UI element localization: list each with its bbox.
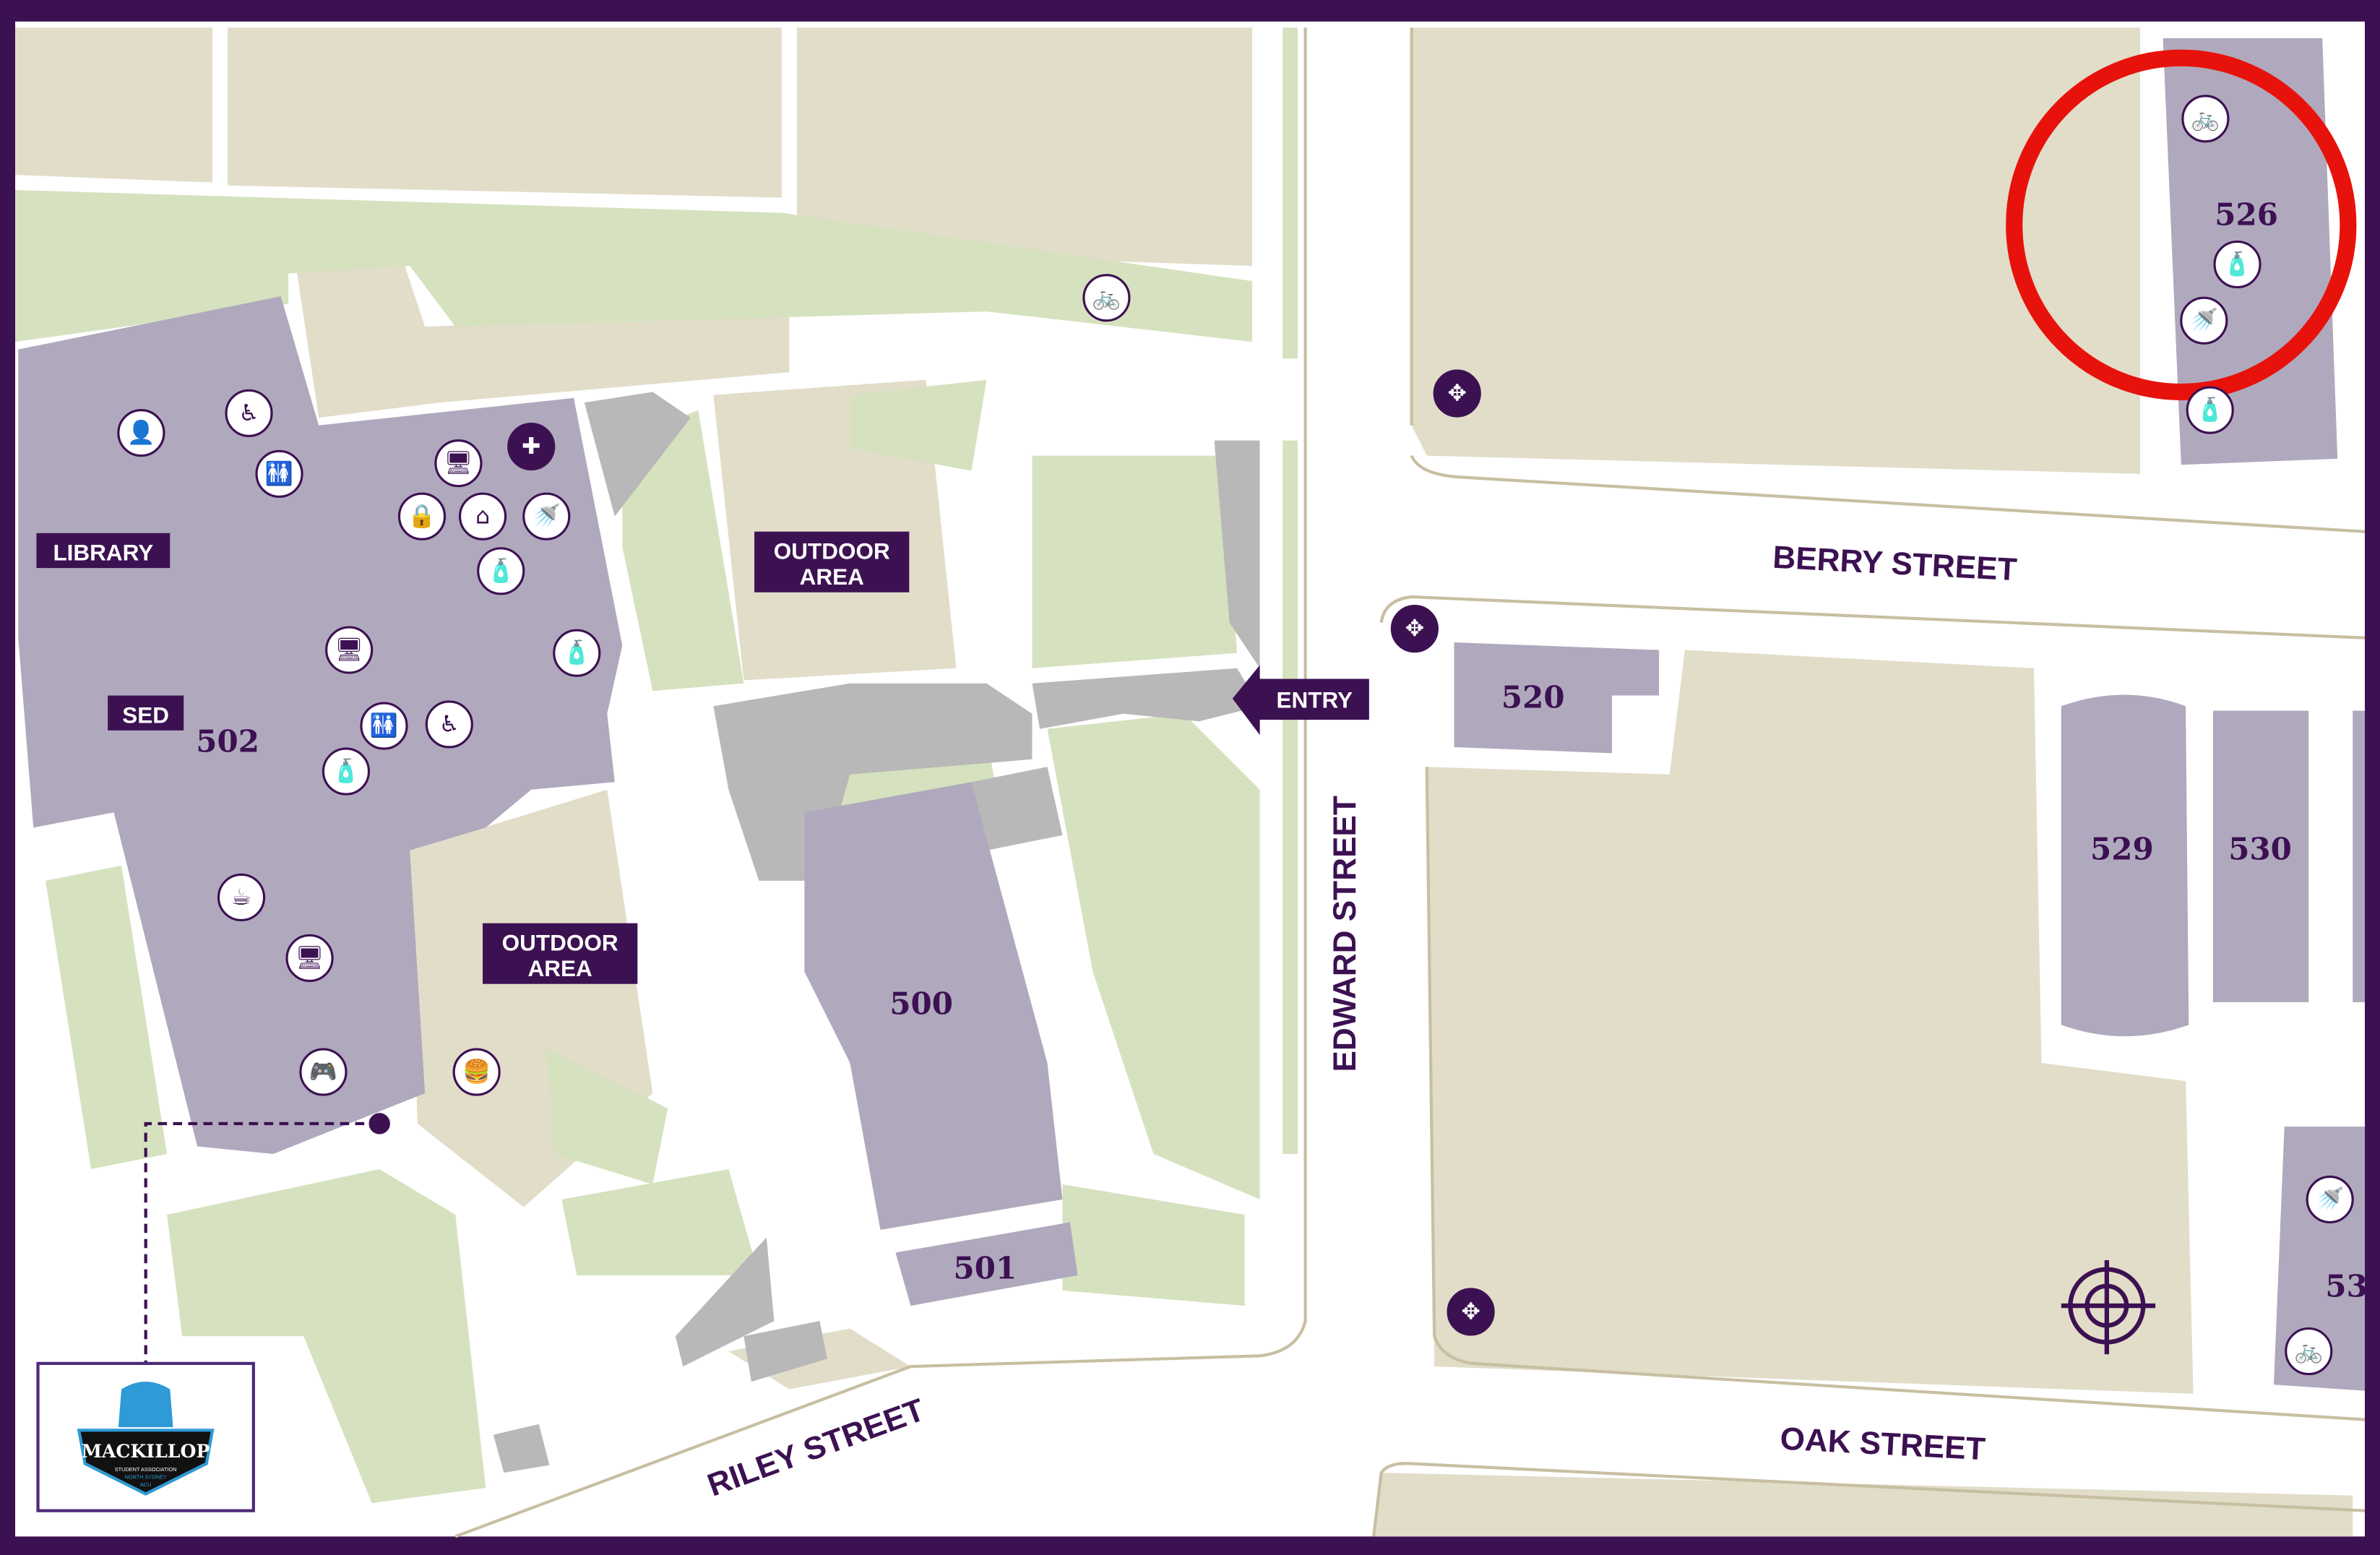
water-bottle-icon[interactable]: 🧴 xyxy=(2186,386,2234,434)
svg-text:♿: ♿ xyxy=(238,400,259,426)
sed-label: SED xyxy=(122,702,169,728)
building-number: 530 xyxy=(2228,831,2292,866)
road-edges xyxy=(454,27,2366,1538)
svg-text:🧴: 🧴 xyxy=(332,758,360,785)
svg-text:🍔: 🍔 xyxy=(462,1059,491,1085)
building-number: 500 xyxy=(889,986,953,1022)
label-outdoor-area-1: OUTDOOR AREA xyxy=(754,531,910,593)
logo-name: MACKILLOP xyxy=(82,1440,210,1462)
water-bottle-icon[interactable]: 🧴 xyxy=(477,547,525,595)
svg-text:🖥: 🖥 xyxy=(335,637,363,663)
cloakroom-icon[interactable]: ⌂ xyxy=(458,492,507,540)
paving-areas xyxy=(493,392,1260,1473)
outdoor-area-label: AREA xyxy=(528,955,592,981)
building-number: 520 xyxy=(1501,679,1565,715)
svg-text:🧴: 🧴 xyxy=(2196,397,2224,423)
building-500[interactable] xyxy=(804,782,1063,1231)
building-529[interactable] xyxy=(2061,694,2189,1037)
building-number: 502 xyxy=(196,723,259,759)
svg-text:🚿: 🚿 xyxy=(2190,307,2218,334)
bike-icon[interactable]: 🚲 xyxy=(2181,95,2230,143)
svg-text:✥: ✥ xyxy=(1448,381,1467,407)
svg-text:✥: ✥ xyxy=(1461,1298,1480,1324)
building-501[interactable] xyxy=(895,1222,1078,1306)
grass-areas xyxy=(15,27,1298,1504)
computer-icon[interactable]: 🖥 xyxy=(325,626,374,674)
svg-text:🖥: 🖥 xyxy=(444,450,473,476)
svg-text:☕: ☕ xyxy=(231,884,251,910)
label-outdoor-area-2: OUTDOOR AREA xyxy=(483,923,638,984)
logo-line: NORTH SYDNEY xyxy=(125,1474,167,1481)
svg-text:✚: ✚ xyxy=(522,434,540,460)
computer-icon[interactable]: 🖥 xyxy=(285,934,334,983)
accessible-icon[interactable]: ♿ xyxy=(425,700,473,749)
food-icon[interactable]: 🍔 xyxy=(452,1048,501,1096)
svg-text:🧴: 🧴 xyxy=(563,639,591,666)
assembly-point-icon[interactable]: ✥ xyxy=(1433,369,1481,418)
building-number: 501 xyxy=(954,1250,1017,1285)
street-edward: EDWARD STREET xyxy=(1327,796,1363,1072)
logo-line: ACU xyxy=(140,1481,152,1488)
map-icons: 👤 ♿ 🚻 🖥 ✚ 🔒 ⌂ 🚿 🧴 🖥 🧴 🚻 ♿ 🧴 ☕ 🖥 🎮 🍔 🚲 🚲 … xyxy=(117,95,2354,1376)
assembly-point-icon[interactable]: ✥ xyxy=(1390,605,1439,653)
water-bottle-icon[interactable]: 🧴 xyxy=(553,629,601,677)
svg-text:⌂: ⌂ xyxy=(475,504,490,530)
computer-icon[interactable]: 🖥 xyxy=(434,439,483,488)
shower-icon[interactable]: 🚿 xyxy=(2306,1175,2354,1224)
highlight-circle xyxy=(2006,49,2357,400)
logo-line: STUDENT ASSOCIATION xyxy=(115,1466,177,1473)
building-numbers: 502 500 501 520 526 529 530 53 xyxy=(196,197,2368,1304)
svg-text:🚿: 🚿 xyxy=(2316,1186,2344,1212)
mackillop-logo: MACKILLOP STUDENT ASSOCIATION NORTH SYDN… xyxy=(36,1361,255,1512)
toilets-icon[interactable]: 🚻 xyxy=(360,702,408,750)
svg-text:🖥: 🖥 xyxy=(296,945,324,971)
ground-areas xyxy=(15,27,2353,1537)
first-aid-icon[interactable]: ✚ xyxy=(507,422,556,471)
svg-text:🚲: 🚲 xyxy=(2295,1338,2323,1364)
water-bottle-icon[interactable]: 🧴 xyxy=(2213,240,2262,289)
shower-icon[interactable]: 🚿 xyxy=(522,492,571,540)
you-are-here xyxy=(144,1113,390,1364)
svg-text:🚻: 🚻 xyxy=(265,460,293,487)
target-icon xyxy=(2061,1260,2156,1355)
outdoor-area-label: AREA xyxy=(800,564,864,590)
shower-icon[interactable]: 🚿 xyxy=(2180,296,2228,345)
svg-text:✥: ✥ xyxy=(1405,616,1424,642)
svg-text:🚿: 🚿 xyxy=(533,503,561,530)
games-icon[interactable]: 🎮 xyxy=(299,1048,348,1096)
locker-icon[interactable]: 🔒 xyxy=(397,492,447,540)
svg-text:♿: ♿ xyxy=(439,711,460,737)
svg-text:🚲: 🚲 xyxy=(1092,285,1121,311)
building-530[interactable] xyxy=(2212,710,2309,1002)
entry-label: ENTRY xyxy=(1276,686,1353,712)
bike-icon[interactable]: 🚲 xyxy=(2285,1327,2333,1376)
cafe-icon[interactable]: ☕ xyxy=(217,873,266,922)
svg-text:🎮: 🎮 xyxy=(309,1059,337,1085)
svg-text:🧴: 🧴 xyxy=(2223,251,2251,277)
entry-marker[interactable]: ENTRY xyxy=(1232,665,1369,736)
label-library: LIBRARY xyxy=(36,533,171,569)
svg-text:🚲: 🚲 xyxy=(2191,105,2220,132)
svg-text:🧴: 🧴 xyxy=(487,557,515,584)
water-bottle-icon[interactable]: 🧴 xyxy=(322,747,371,796)
svg-text:👤: 👤 xyxy=(127,419,155,446)
assembly-point-icon[interactable]: ✥ xyxy=(1446,1288,1495,1336)
library-label: LIBRARY xyxy=(53,540,153,566)
svg-text:🚻: 🚻 xyxy=(370,712,398,739)
building-number: 529 xyxy=(2090,831,2154,866)
label-sed: SED xyxy=(108,695,184,731)
building-520[interactable] xyxy=(1454,642,1660,754)
help-desk-icon[interactable]: 👤 xyxy=(117,409,165,457)
outdoor-area-label: OUTDOOR xyxy=(774,538,890,564)
outdoor-area-label: OUTDOOR xyxy=(502,929,618,955)
accessible-icon[interactable]: ♿ xyxy=(225,389,273,437)
svg-text:🔒: 🔒 xyxy=(408,504,436,530)
building-number: 526 xyxy=(2215,197,2278,232)
bike-icon[interactable]: 🚲 xyxy=(1082,274,1131,322)
building-number: 53 xyxy=(2325,1268,2367,1304)
toilets-icon[interactable]: 🚻 xyxy=(255,449,303,498)
